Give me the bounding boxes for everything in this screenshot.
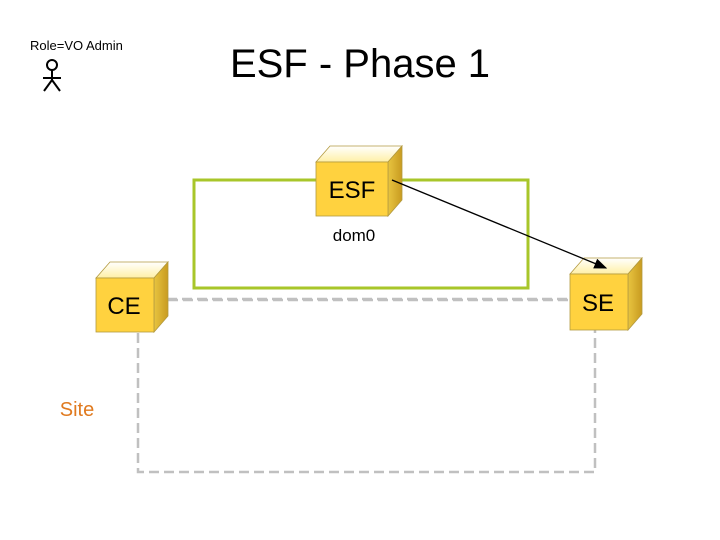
page-title: ESF - Phase 1 [229,42,491,86]
ce-label: CE [107,293,140,320]
role-label: Role=VO Admin [30,38,123,53]
esf-to-se-arrow [391,179,608,269]
ce-cube: CE [95,260,169,334]
esf-label: ESF [329,177,376,204]
esf-cube: ESF [315,144,403,218]
site-box [136,298,597,474]
user-icon [43,59,61,92]
se-cube: SE [569,256,643,332]
site-label: Site [60,399,94,421]
se-label: SE [582,290,614,317]
dom0-label: dom0 [333,226,376,245]
